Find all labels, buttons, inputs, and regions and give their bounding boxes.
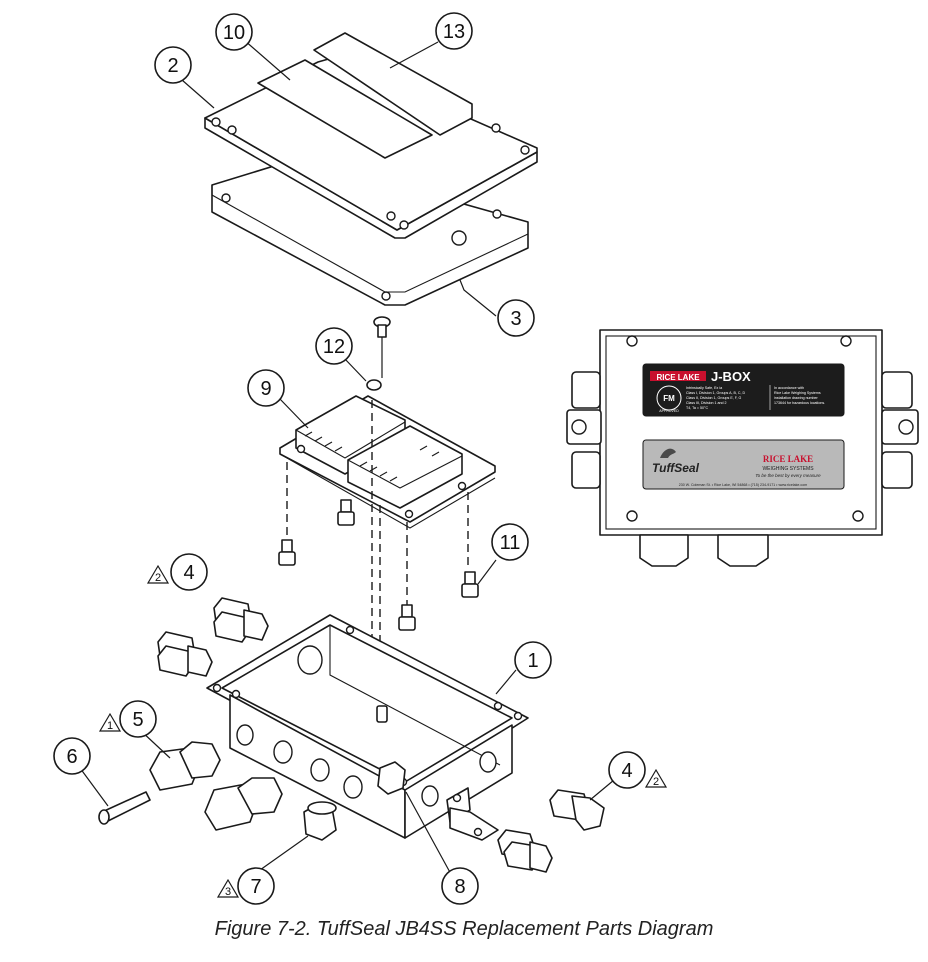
logo-product: TuffSeal [652,461,700,475]
nameplate-title: J-BOX [711,369,751,384]
warning-mark-3: 3 [216,878,240,898]
callout-4-upper: 4 [170,553,208,591]
svg-text:11: 11 [500,532,521,554]
nameplate-cert-right: In accordance with Rice Lake Weighing Sy… [774,386,825,405]
svg-text:2: 2 [155,572,161,584]
part-12-label-plate [257,59,433,159]
svg-text:1: 1 [527,650,538,672]
jbox-logo-plate [642,439,845,490]
warning-mark-2-upper: 2 [146,564,170,584]
callout-9: 9 [247,369,285,407]
svg-text:installation drawing number: installation drawing number [774,396,819,400]
callout-8: 8 [441,867,479,905]
warning-mark-1: 1 [98,712,122,732]
logo-slogan: To be the best by every measure [755,473,821,478]
svg-text:Class III, Division 1 and 2: Class III, Division 1 and 2 [686,401,727,405]
logo-brand-sub: WEIGHING SYSTEMS [762,466,814,472]
svg-text:5: 5 [132,709,143,731]
figure-caption: Figure 7-2. TuffSeal JB4SS Replacement P… [214,918,714,940]
svg-text:Class II, Division 1, Groups E: Class II, Division 1, Groups E, F, G [686,396,742,400]
callout-1: 1 [514,641,552,679]
svg-text:2: 2 [167,55,178,77]
svg-text:13: 13 [443,21,465,43]
callout-12: 10 [215,13,253,51]
svg-text:In accordance with: In accordance with [774,386,804,390]
part-9-terminal-board [279,395,496,529]
logo-address: 230 W. Coleman St. • Rice Lake, WI 54868… [679,483,807,487]
part-4-cord-grip-right [549,789,605,831]
part-5-cord-grip [149,741,221,791]
part-4-cord-grip-upper [213,597,269,643]
warning-mark-2-right: 2 [644,768,668,788]
svg-text:Class I, Division 1, Groups A,: Class I, Division 1, Groups A, B, C, D [686,391,746,395]
callout-4-right: 4 [608,751,646,789]
svg-text:7: 7 [250,876,261,898]
nameplate-brand: RICE LAKE [656,373,700,382]
part-10-standoffs [278,499,479,631]
callout-13: 13 [435,12,473,50]
callout-6: 6 [53,737,91,775]
fm-mark: FM [663,394,675,403]
part-11-screw [366,316,391,391]
part-13-label-plate [313,32,473,136]
part-4-cord-grip-side [157,631,213,677]
callout-5: 5 [119,700,157,738]
svg-text:4: 4 [183,562,194,584]
part-8-lock-nut [377,761,406,795]
callout-7: 7 [237,867,275,905]
svg-text:6: 6 [66,746,77,768]
part-6-plug [98,791,151,825]
assembled-jbox: RICE LAKE J-BOX FM APPROVED Intrinsicall… [566,329,919,567]
callout-10: 11 [491,523,529,561]
nameplate-cert-left: Intrinsically Safe, Ex ia Class I, Divis… [686,386,746,410]
svg-text:3: 3 [225,886,231,898]
leader-lines [79,39,615,877]
part-1-enclosure [206,614,529,841]
svg-text:9: 9 [260,378,271,400]
svg-text:8: 8 [454,876,465,898]
callout-3: 3 [497,299,535,337]
part-4-cord-grip-lower [497,829,553,873]
logo-brand: RICE LAKE [763,454,813,464]
svg-text:Rice Lake Weighing Systems: Rice Lake Weighing Systems [774,391,821,395]
svg-text:1: 1 [107,720,113,732]
part-7-vent-plug [303,801,337,841]
svg-text:173644 for hazardous locations: 173644 for hazardous locations. [774,401,825,405]
svg-text:12: 12 [323,336,345,358]
svg-text:T4, Ta = 50°C: T4, Ta = 50°C [686,406,708,410]
svg-text:4: 4 [621,760,632,782]
svg-text:3: 3 [510,308,521,330]
svg-text:10: 10 [223,22,245,44]
callout-2: 2 [154,46,192,84]
part-5-cord-grip-2 [204,777,283,831]
fm-approved: APPROVED [659,409,679,413]
svg-text:Intrinsically Safe, Ex ia: Intrinsically Safe, Ex ia [686,386,722,390]
svg-text:2: 2 [653,776,659,788]
bird-logo-icon [660,448,676,458]
callout-11: 12 [315,327,353,365]
